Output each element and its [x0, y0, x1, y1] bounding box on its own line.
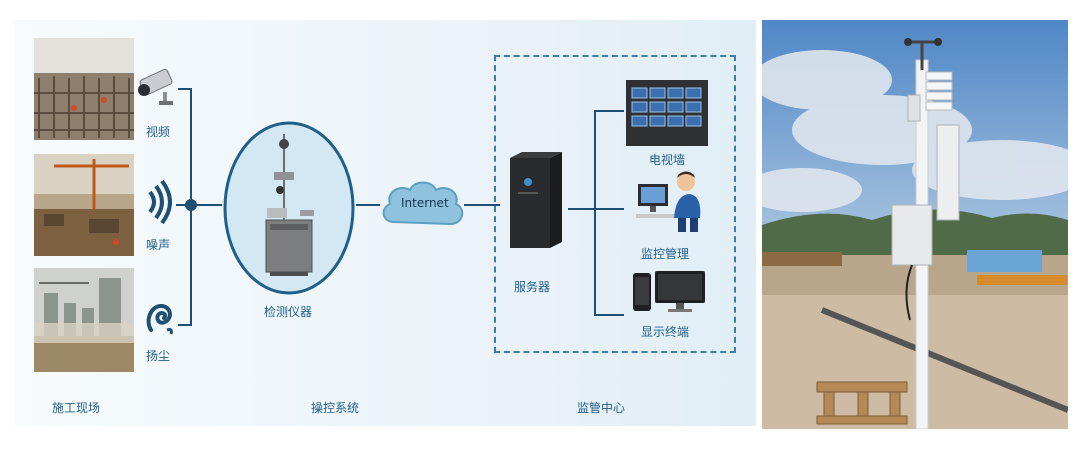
bracket-bottom: [178, 324, 192, 326]
bracket-right-bottom: [594, 314, 624, 316]
wire-internet-server: [464, 204, 500, 206]
server-icon: [504, 150, 564, 250]
detector-circle: [222, 120, 356, 296]
label-video: 视频: [146, 125, 171, 139]
bracket-mid: [176, 204, 222, 206]
bracket-right-vertical: [594, 110, 596, 316]
cloud-icon: [378, 176, 466, 234]
label-videowall: 电视墙: [649, 153, 686, 167]
sound-wave-icon: [146, 180, 172, 224]
section-control: 操控系统: [311, 401, 360, 415]
label-detector: 检测仪器: [264, 305, 313, 319]
label-internet: Internet: [401, 196, 449, 210]
bracket-right-top: [594, 110, 624, 112]
label-dust: 扬尘: [146, 349, 171, 363]
monitor-icon: [654, 270, 706, 314]
operator-icon: [636, 170, 704, 234]
junction-node: [185, 199, 197, 211]
site-photo-dust: [34, 268, 134, 372]
dust-icon: [143, 300, 177, 336]
monitoring-center-box: [494, 55, 736, 353]
label-noise: 噪声: [146, 238, 171, 252]
label-display-terminal: 显示终端: [641, 325, 690, 339]
video-wall-icon: [626, 80, 708, 146]
sensor-pole-photo: [762, 20, 1068, 429]
section-center: 监管中心: [577, 401, 626, 415]
site-photo-video: [34, 38, 134, 140]
bracket-right-mid: [594, 208, 624, 210]
wire-detector-internet: [356, 204, 380, 206]
label-server: 服务器: [514, 280, 551, 294]
wire-server-bracket: [568, 208, 594, 210]
detector-device: [265, 134, 314, 276]
camera-icon: [135, 66, 179, 110]
phone-icon: [632, 272, 652, 312]
site-photo-noise: [34, 154, 134, 256]
label-monitor-mgmt: 监控管理: [641, 247, 690, 261]
section-site: 施工现场: [52, 401, 101, 415]
bracket-top: [178, 88, 192, 90]
